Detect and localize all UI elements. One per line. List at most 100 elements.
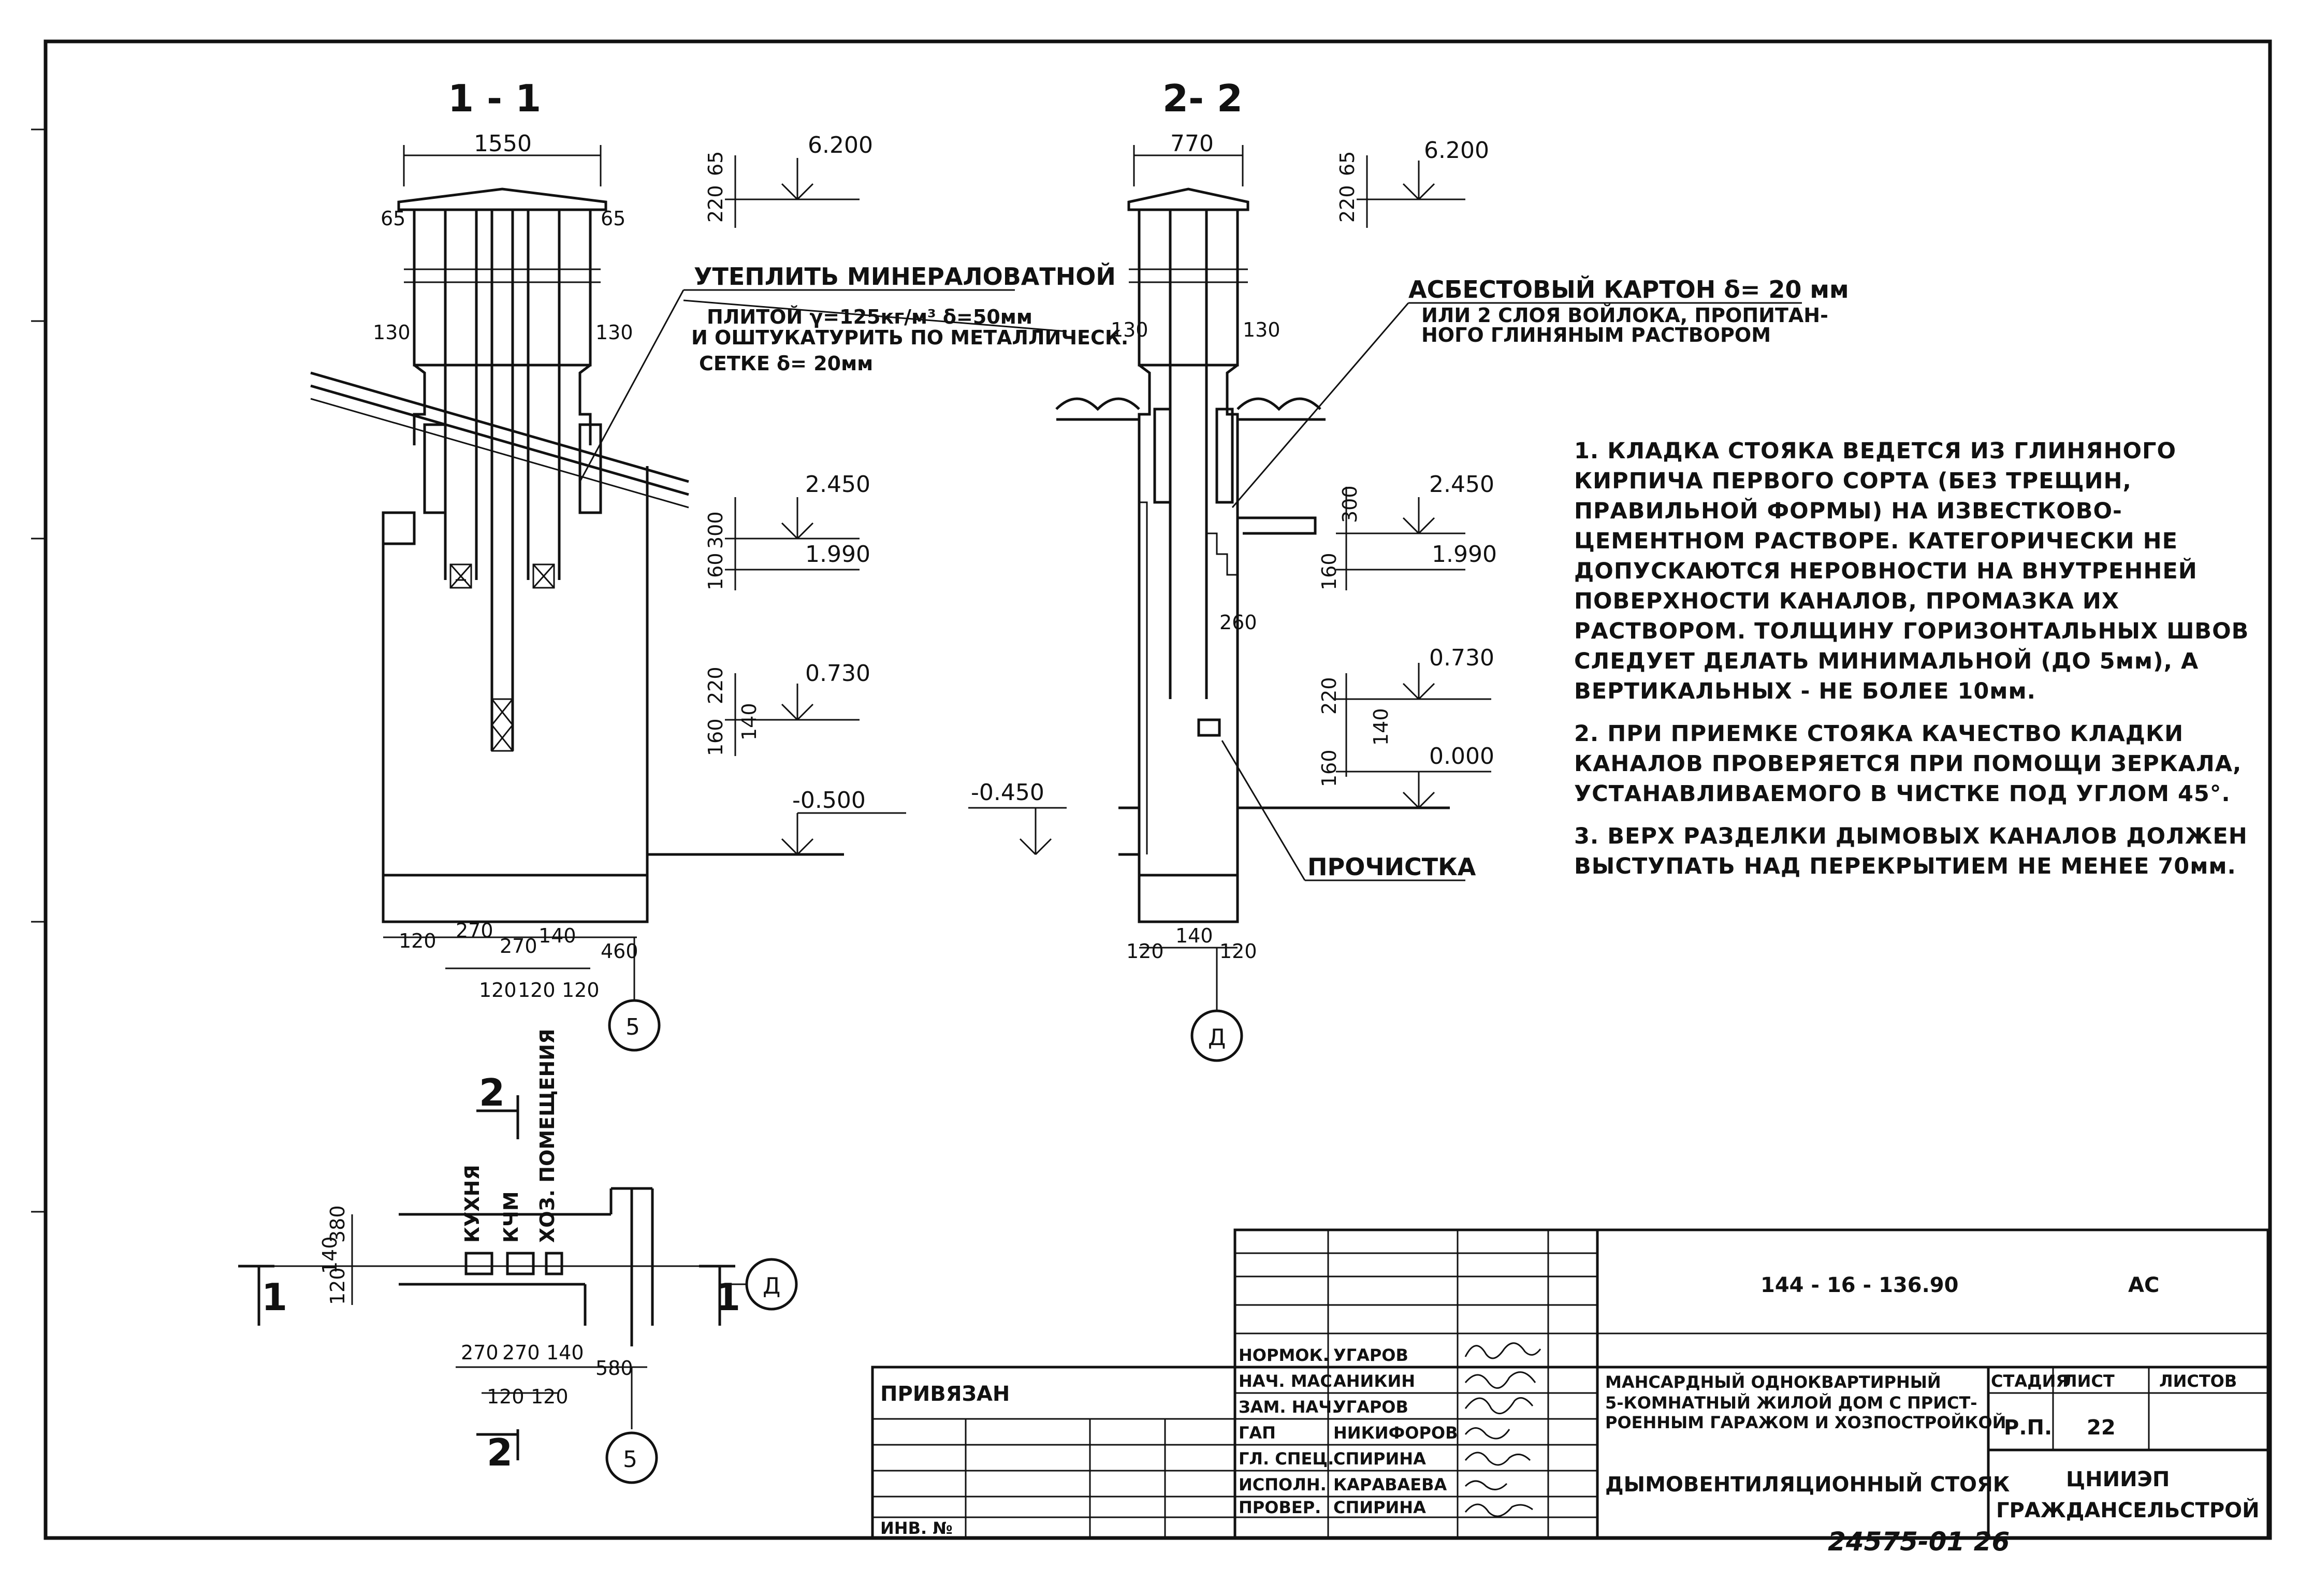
level2-1990: 1.990: [1432, 541, 1497, 568]
dim2-130-left: 130: [1111, 318, 1148, 341]
axis-d-marker: [1190, 1009, 1243, 1062]
tb-sheet: 22: [2087, 1416, 2116, 1440]
v2-dim-220: 220: [1336, 185, 1359, 223]
dim2-130-right: 130: [1243, 318, 1281, 341]
level2-6200: 6.200: [1424, 137, 1489, 164]
v2-dim-65: 65: [1336, 151, 1359, 176]
v-dim-65: 65: [704, 151, 727, 176]
tb-name-6: СПИРИНА: [1333, 1498, 1426, 1517]
tb-role-1: НАЧ. МАС: [1239, 1371, 1332, 1391]
asbestos-note-2: ИЛИ 2 СЛОЯ ВОЙЛОКА, ПРОПИТАН-: [1421, 304, 1828, 327]
signature: [1464, 1342, 1541, 1359]
level-minus0500: -0.500: [792, 787, 866, 814]
tb-doc-code: 144 - 16 - 136.90: [1760, 1273, 1958, 1297]
plan-hdim-270b: 270: [502, 1341, 540, 1364]
tb-project-1: МАНСАРДНЫЙ ОДНОКВАРТИРНЫЙ: [1605, 1372, 1941, 1392]
plan-channel-2: [506, 1252, 535, 1275]
asbestos-note-1: АСБЕСТОВЫЙ КАРТОН δ= 20 мм: [1408, 275, 1849, 303]
plan-hdim-120b: 120: [531, 1385, 569, 1408]
insulation-note-1: УТЕПЛИТЬ МИНЕРАЛОВАТНОЙ: [694, 263, 1116, 291]
v2-dim-140: 140: [1370, 708, 1392, 746]
foundation-2: [1138, 874, 1239, 923]
title-block: ПРИВЯЗАН ИНВ. № НОРМОК. УГАРОВ НАЧ. МАС …: [871, 1228, 2269, 1540]
tb-inv: ИНВ. №: [880, 1518, 953, 1538]
v2-dim-220b: 220: [1318, 677, 1341, 715]
section-2-2-title: 2- 2: [1162, 77, 1243, 120]
plan-label-kchm: КЧМ: [500, 1191, 522, 1243]
bdim-120b: 120: [479, 979, 517, 1002]
tb-org-2: ГРАЖДАНСЕЛЬСТРОЙ: [1996, 1498, 2260, 1522]
note-3: 3. ВЕРХ РАЗДЕЛКИ ДЫМОВЫХ КАНАЛОВ ДОЛЖЕН …: [1574, 823, 2248, 879]
tb-org-1: ЦНИИЭП: [2066, 1468, 2170, 1491]
dim-width-1550: 1550: [474, 130, 532, 157]
tb-privyazan: ПРИВЯЗАН: [880, 1382, 1010, 1406]
level2-2450: 2.450: [1429, 471, 1494, 498]
asbestos-note-3: НОГО ГЛИНЯНЫМ РАСТВОРОМ: [1421, 324, 1771, 346]
level2-minus0450: -0.450: [971, 779, 1044, 806]
plan-view: КУХНЯ КЧМ ХОЗ. ПОМЕЩЕНИЯ 1 1 2 2 380 140…: [238, 1029, 798, 1484]
b2-dim-120b: 120: [1219, 940, 1257, 963]
level2-0000: 0.000: [1429, 743, 1494, 770]
bdim-140: 140: [539, 924, 576, 947]
level-0730: 0.730: [805, 660, 870, 687]
tb-name-4: СПИРИНА: [1333, 1449, 1426, 1469]
level2-0730: 0.730: [1429, 645, 1494, 671]
b2-dim-140: 140: [1175, 924, 1213, 947]
tb-sheets-header: ЛИСТОВ: [2159, 1371, 2237, 1391]
insulation-note-2: ПЛИТОЙ γ=125кг/м³ δ=50мм: [707, 306, 1032, 328]
cut-1-right: 1: [715, 1275, 740, 1319]
dim2-260: 260: [1219, 611, 1257, 634]
dim-130-right: 130: [595, 321, 633, 344]
tb-stage: Р.П.: [2004, 1416, 2052, 1440]
tb-name-0: УГАРОВ: [1333, 1345, 1408, 1365]
v-dim-160b: 160: [704, 718, 727, 756]
tb-role-5: ИСПОЛН.: [1239, 1475, 1327, 1495]
bdim-120a: 120: [399, 930, 436, 952]
section-1-1: 1 - 1 1550 65 65 130 130: [310, 77, 1128, 1052]
v-dim-220b: 220: [704, 666, 727, 704]
plan-channel-1: [464, 1252, 493, 1275]
section-2-2: 2- 2 770 130 130 260: [968, 77, 1849, 1062]
bdim-270b: 270: [500, 935, 537, 957]
dim-130-left: 130: [373, 321, 411, 344]
plan-hdim-140: 140: [546, 1341, 584, 1364]
bdim-460: 460: [601, 940, 638, 963]
levels-1-1: 6.200 2.450 1.990 0.730 -0.500 65 220 30…: [704, 132, 906, 855]
note-2: 2. ПРИ ПРИЕМКЕ СТОЯКА КАЧЕСТВО КЛАДКИ КА…: [1574, 721, 2242, 807]
plan-axis-d-label: Д: [763, 1273, 780, 1299]
v2-dim-160b: 160: [1318, 749, 1341, 787]
tb-project-2: 5-КОМНАТНЫЙ ЖИЛОЙ ДОМ С ПРИСТ-: [1605, 1393, 1977, 1413]
tb-role-2: ЗАМ. НАЧ.: [1239, 1397, 1338, 1417]
tb-doc-mark: АС: [2128, 1273, 2159, 1297]
cut-2-top: 2: [479, 1071, 505, 1114]
tb-name-1: АНИКИН: [1333, 1371, 1415, 1391]
roof-slope: [310, 371, 689, 483]
tb-role-0: НОРМОК.: [1239, 1345, 1329, 1365]
plan-hdim-120a: 120: [487, 1385, 525, 1408]
cut-2-bottom: 2: [487, 1431, 513, 1474]
plan-label-utility: ХОЗ. ПОМЕЩЕНИЯ: [536, 1029, 559, 1243]
chimney-cap-2: [1127, 187, 1249, 211]
cut-1-left: 1: [261, 1275, 287, 1319]
bdim-120d: 120: [562, 979, 600, 1002]
tb-name-2: УГАРОВ: [1333, 1397, 1408, 1417]
tb-role-6: ПРОВЕР.: [1239, 1498, 1321, 1517]
dim-65-right: 65: [601, 207, 625, 230]
tb-role-3: ГАП: [1239, 1423, 1276, 1443]
axis-5-label: 5: [625, 1014, 640, 1040]
b2-dim-120a: 120: [1126, 940, 1164, 963]
plan-axis-5-label: 5: [623, 1446, 637, 1473]
chimney-cap: [397, 187, 607, 211]
dim-width-770: 770: [1170, 130, 1214, 157]
plan-vdim-120: 120: [326, 1267, 349, 1305]
level-6200: 6.200: [808, 132, 873, 158]
plan-label-kitchen: КУХНЯ: [461, 1165, 484, 1243]
bdim-120c: 120: [518, 979, 556, 1002]
bdim-270a: 270: [456, 919, 493, 942]
v-dim-160: 160: [704, 553, 727, 590]
v-dim-140: 140: [738, 703, 761, 741]
footer-number: 24575-01 26: [1828, 1527, 2010, 1557]
axis-5-marker: [608, 999, 661, 1052]
v-dim-300: 300: [704, 511, 727, 549]
